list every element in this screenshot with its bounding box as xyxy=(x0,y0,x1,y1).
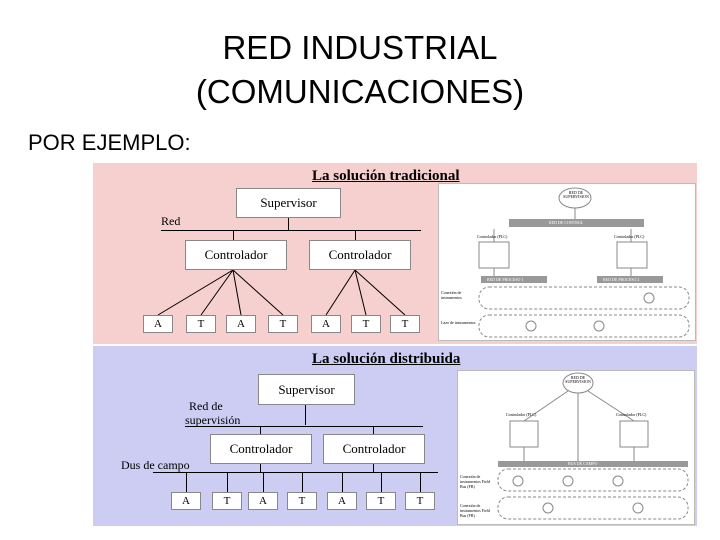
distributed-ctrl-2-field-link xyxy=(373,464,374,472)
slide-title: RED INDUSTRIAL (COMUNICACIONES) xyxy=(150,26,570,114)
distributed-leaf-7: T xyxy=(405,492,435,510)
traditional-side-plc-1: Controlador (PLC) xyxy=(477,234,508,239)
distributed-ctrl-1-link xyxy=(260,426,261,434)
slide-subtitle: POR EJEMPLO: xyxy=(28,130,191,155)
distributed-drop-1 xyxy=(186,472,187,492)
distributed-leaf-3: A xyxy=(248,492,278,510)
traditional-solution-panel: La solución tradicional Supervisor Red C… xyxy=(93,163,697,344)
distributed-network-label-2: supervisión xyxy=(185,413,241,427)
distributed-ctrl-2-link xyxy=(373,426,374,434)
distributed-supervisor-link xyxy=(305,405,306,425)
distributed-leaf-1: A xyxy=(171,492,201,510)
distributed-plant-diagram: RED DE SUPERVISION Controlador (PLC) Con… xyxy=(457,370,695,525)
traditional-network-line xyxy=(161,230,421,231)
distributed-controller-2: Controlador xyxy=(323,434,425,464)
traditional-supervisor-link xyxy=(288,218,289,230)
distributed-field-bus-line xyxy=(153,472,438,473)
distributed-side-node-label: RED DE SUPERVISION xyxy=(565,375,591,384)
traditional-plant-lines xyxy=(478,187,690,338)
traditional-title: La solución tradicional xyxy=(312,168,460,184)
traditional-side-plc-2: Controlador (PLC) xyxy=(614,234,645,239)
traditional-side-node-label: RED DE SUPERVISION xyxy=(563,190,589,199)
traditional-leaf-2: T xyxy=(186,315,216,333)
distributed-side-plc-1: Controlador (PLC) xyxy=(506,412,537,417)
distributed-drop-2 xyxy=(227,472,228,492)
traditional-side-bar-process-1: RED DE PROCESO 1 xyxy=(487,277,524,282)
traditional-plant-diagram: RED DE SUPERVISION RED DE CONTROL Contro… xyxy=(438,183,696,341)
distributed-leaf-6: T xyxy=(366,492,396,510)
distributed-drop-3 xyxy=(263,472,264,492)
traditional-network-label: Red xyxy=(161,214,181,228)
distributed-network-label-1: Red de xyxy=(189,399,223,413)
slide-title-line-2: (COMUNICACIONES) xyxy=(195,73,525,110)
distributed-side-plc-2: Controlador (PLC) xyxy=(616,412,647,417)
traditional-side-bar-process-2: RED DE PROCESO 2 xyxy=(603,277,640,282)
traditional-ctrl-1-link xyxy=(233,230,234,240)
traditional-leaf-3: A xyxy=(226,315,256,333)
distributed-drop-6 xyxy=(381,472,382,492)
distributed-title: La solución distribuida xyxy=(312,351,461,367)
traditional-controller-2: Controlador xyxy=(309,240,411,270)
distributed-supervisor-box: Supervisor xyxy=(258,374,355,405)
distributed-drop-4 xyxy=(302,472,303,492)
traditional-controller-1: Controlador xyxy=(185,240,287,270)
distributed-side-label-1: Conexión de instrumentos Field Bus (FB) xyxy=(460,474,490,489)
distributed-supervision-line xyxy=(185,426,423,427)
traditional-supervisor-box: Supervisor xyxy=(236,188,341,218)
traditional-leaf-1: A xyxy=(143,315,173,333)
distributed-leaf-5: A xyxy=(327,492,357,510)
traditional-side-label-1: Conexión de instrumentos xyxy=(441,290,462,300)
distributed-drop-7 xyxy=(420,472,421,492)
traditional-leaf-6: T xyxy=(351,315,381,333)
traditional-leaf-7: T xyxy=(390,315,420,333)
traditional-leaf-4: T xyxy=(268,315,298,333)
traditional-leaf-5: A xyxy=(311,315,341,333)
distributed-solution-panel: La solución distribuida Supervisor Red d… xyxy=(93,346,697,526)
distributed-ctrl-1-field-link xyxy=(260,464,261,472)
distributed-side-label-2: Conexión de instrumentos Field Bus (FB) xyxy=(460,503,490,518)
distributed-leaf-2: T xyxy=(212,492,242,510)
distributed-leaf-4: T xyxy=(287,492,317,510)
distributed-field-label: Dus de campo xyxy=(121,458,190,472)
distributed-side-bar-field: BUS DE CAMPO xyxy=(568,461,598,466)
traditional-ctrl-2-link xyxy=(355,230,356,240)
distributed-controller-1: Controlador xyxy=(210,434,312,464)
distributed-plant-lines xyxy=(497,372,689,520)
distributed-drop-5 xyxy=(342,472,343,492)
traditional-side-bar-control: RED DE CONTROL xyxy=(549,220,584,225)
traditional-fanout-lines xyxy=(157,270,406,316)
traditional-side-label-2: Lazo de instrumentos xyxy=(441,320,476,325)
slide-title-line-1: RED INDUSTRIAL xyxy=(222,29,498,66)
